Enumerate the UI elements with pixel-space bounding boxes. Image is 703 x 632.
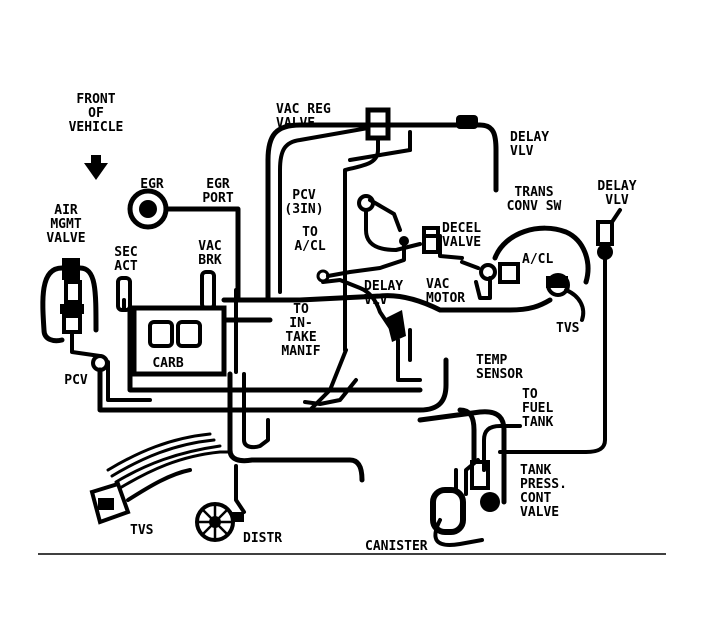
label-tvs-bottom: TVS [130, 523, 154, 538]
label-temp-sensor: TEMP SENSOR [476, 353, 523, 382]
label-delay-vlv-mid: DELAY VLV [364, 279, 404, 308]
vacuum-hoses [40, 122, 622, 547]
label-egr-port: EGR PORT [202, 177, 234, 206]
label-delay-vlv-top: DELAY VLV [510, 130, 550, 159]
label-delay-vlv-right: DELAY VLV [597, 179, 637, 208]
label-pcv-3in: PCV (3IN) [284, 188, 324, 217]
label-canister: CANISTER [365, 539, 428, 554]
front-arrow-icon [84, 155, 108, 180]
label-vac-brk: VAC BRK [198, 239, 222, 268]
label-carb: CARB [152, 356, 184, 371]
decel-valve-icon [422, 226, 440, 254]
label-tvs-right: TVS [556, 321, 580, 336]
label-trans-conv-sw: TRANS CONV SW [506, 185, 562, 214]
canister-icon [430, 460, 500, 535]
label-acl: A/CL [522, 252, 554, 267]
label-to-intake-manif: TO IN- TAKE MANIF [281, 302, 321, 359]
label-to-fuel-tank: TO FUEL TANK [522, 387, 554, 430]
label-pcv: PCV [64, 373, 88, 388]
label-front-of-vehicle: FRONT OF VEHICLE [68, 92, 124, 135]
trans-conv-switch-icon [596, 220, 614, 260]
tvs-bottom-icon [89, 481, 131, 525]
label-distr: DISTR [243, 531, 283, 546]
fitting-icon [399, 236, 409, 246]
label-sec-act: SEC ACT [114, 245, 138, 274]
label-vac-reg-valve: VAC REG VALVE [276, 102, 331, 131]
egr-valve-icon [127, 188, 181, 230]
label-egr: EGR [140, 177, 164, 192]
distributor-icon [195, 502, 244, 542]
label-air-mgmt-valve: AIR MGMT VALVE [46, 203, 86, 246]
label-vac-motor: VAC MOTOR [426, 277, 466, 306]
pcv-3in-icon [357, 194, 375, 212]
label-decel-valve: DECEL VALVE [442, 221, 482, 250]
label-to-acl: TO A/CL [294, 225, 326, 254]
carburetor-icon [131, 305, 227, 377]
delay-valve-mid-icon [386, 310, 406, 342]
label-tank-press-cont-valve: TANK PRESS. CONT VALVE [520, 463, 567, 520]
